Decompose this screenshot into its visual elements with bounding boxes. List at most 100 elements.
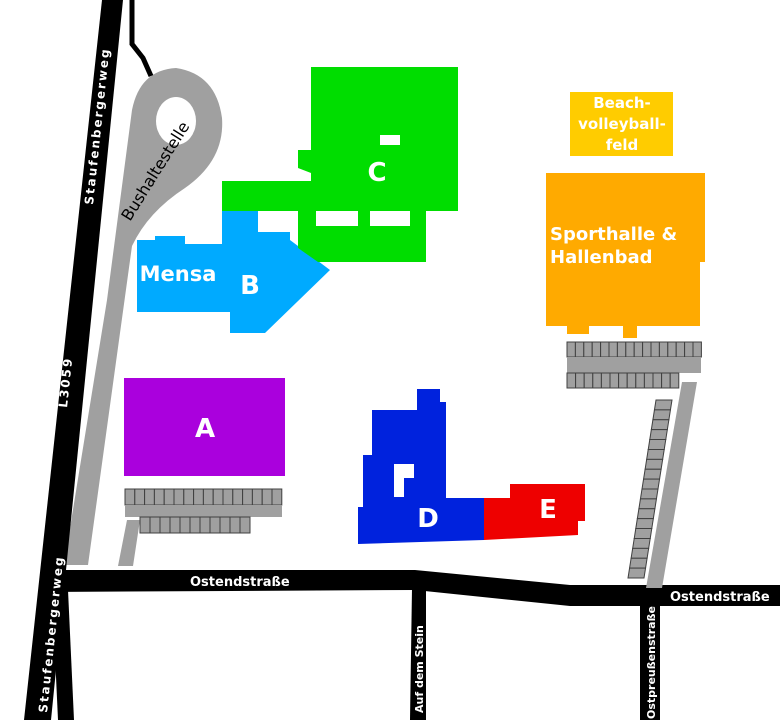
parking-stall (626, 372, 637, 389)
parking-stall (608, 341, 618, 358)
parking-stall (630, 547, 650, 559)
parking-stall (229, 516, 241, 534)
building-a[interactable] (124, 378, 285, 476)
bus-loop-island (156, 97, 196, 145)
building-e-label: E (539, 495, 557, 525)
building-c-courtyard-2 (370, 211, 410, 226)
beachvolleyball-field[interactable] (570, 92, 673, 156)
parking-stall (212, 488, 224, 506)
parking-stall (600, 341, 610, 358)
parking-stall (139, 516, 151, 534)
parking-stall (183, 488, 195, 506)
building-e[interactable] (484, 484, 585, 540)
parking-stall (169, 516, 181, 534)
parking-stall (189, 516, 201, 534)
parking-stall (159, 516, 171, 534)
parking-stall (592, 372, 602, 389)
sporthalle-label-1: Sporthalle & (550, 224, 677, 245)
parking-stall (242, 488, 253, 506)
parking-stall (618, 372, 628, 389)
parking-stall (644, 458, 664, 470)
parking-stall (261, 488, 273, 506)
parking-stall (271, 488, 283, 506)
parking-stall (642, 341, 652, 358)
parking-stall (647, 439, 667, 450)
building-d[interactable] (358, 389, 484, 544)
parking-stall (202, 488, 214, 506)
parking-stall (667, 341, 677, 358)
east-footpath (646, 382, 697, 588)
parking-stall (163, 488, 175, 506)
building-d-label: D (417, 504, 439, 534)
sporthalle-label-2: Hallenbad (550, 247, 653, 268)
parking-stall (627, 567, 647, 579)
bus-loop-path (64, 68, 223, 566)
beach-label-3: feld (606, 136, 639, 154)
parking-stall (232, 488, 244, 506)
street-ostendstrasse-left: Ostendstraße (190, 575, 290, 590)
parking-stall (251, 488, 263, 506)
parking-stall (149, 516, 161, 534)
parking-stall (636, 508, 656, 520)
sporthalle-hallenbad[interactable] (546, 173, 705, 338)
parking-stall (632, 537, 651, 549)
building-c-notch (380, 135, 400, 145)
west-connector-road (52, 590, 74, 720)
parking-stall (591, 341, 602, 358)
parking-stall (219, 516, 231, 534)
parking-stall (153, 488, 165, 506)
parking-stall (658, 341, 669, 358)
parking-stall (134, 488, 146, 506)
parking-east (627, 399, 673, 579)
parking-stall (193, 488, 204, 506)
parking-stall (583, 341, 593, 358)
building-b-label: B (240, 271, 260, 301)
parking-stall (179, 516, 191, 534)
parking-stall (144, 488, 155, 506)
parking-stall (583, 372, 594, 389)
parking-stall (124, 488, 136, 506)
parking-stall (574, 341, 585, 358)
mensa-label: Mensa (140, 262, 217, 286)
parking-stall (661, 372, 671, 389)
beach-label-1: Beach- (593, 94, 651, 112)
parking-stall (609, 372, 620, 389)
parking-stall (633, 528, 653, 539)
parking-stall (616, 341, 627, 358)
parking-stall (635, 372, 645, 389)
parking-stall (650, 341, 660, 358)
parking-aisle (567, 357, 701, 373)
building-c-courtyard-1 (316, 211, 358, 226)
parking-stall (638, 498, 658, 510)
parking-stall (566, 372, 577, 389)
parking-stall (635, 518, 654, 530)
beach-label-2: volleyball- (578, 115, 666, 133)
parking-stall (209, 516, 221, 534)
parking-sporthalle (566, 341, 702, 389)
parking-stall (653, 399, 673, 411)
bus-access-road (129, 0, 154, 78)
street-auf-dem-stein: Auf dem Stein (413, 625, 426, 713)
parking-stall (199, 516, 211, 534)
parking-stall (600, 372, 611, 389)
auf-dem-stein-road (410, 588, 426, 720)
parking-stall (652, 409, 672, 421)
building-d-notch-fill (404, 478, 414, 497)
parking-a (124, 488, 283, 534)
parking-stall (646, 448, 665, 460)
parking-aisle (125, 505, 282, 517)
street-ostpreussenstrasse: Ostpreußenstraße (645, 606, 658, 719)
staufenbergerweg-road (24, 0, 123, 720)
street-l3059: L3059 (56, 356, 75, 408)
parking-stall (675, 341, 686, 358)
building-b[interactable] (137, 210, 330, 333)
parking-stall (628, 557, 648, 569)
parking-stall (566, 341, 576, 358)
parking-stall (692, 341, 702, 358)
parking-stall (669, 372, 680, 389)
ostpreussenstrasse-road (640, 604, 660, 720)
building-c-label: C (367, 158, 386, 188)
parking-stall (639, 488, 659, 500)
